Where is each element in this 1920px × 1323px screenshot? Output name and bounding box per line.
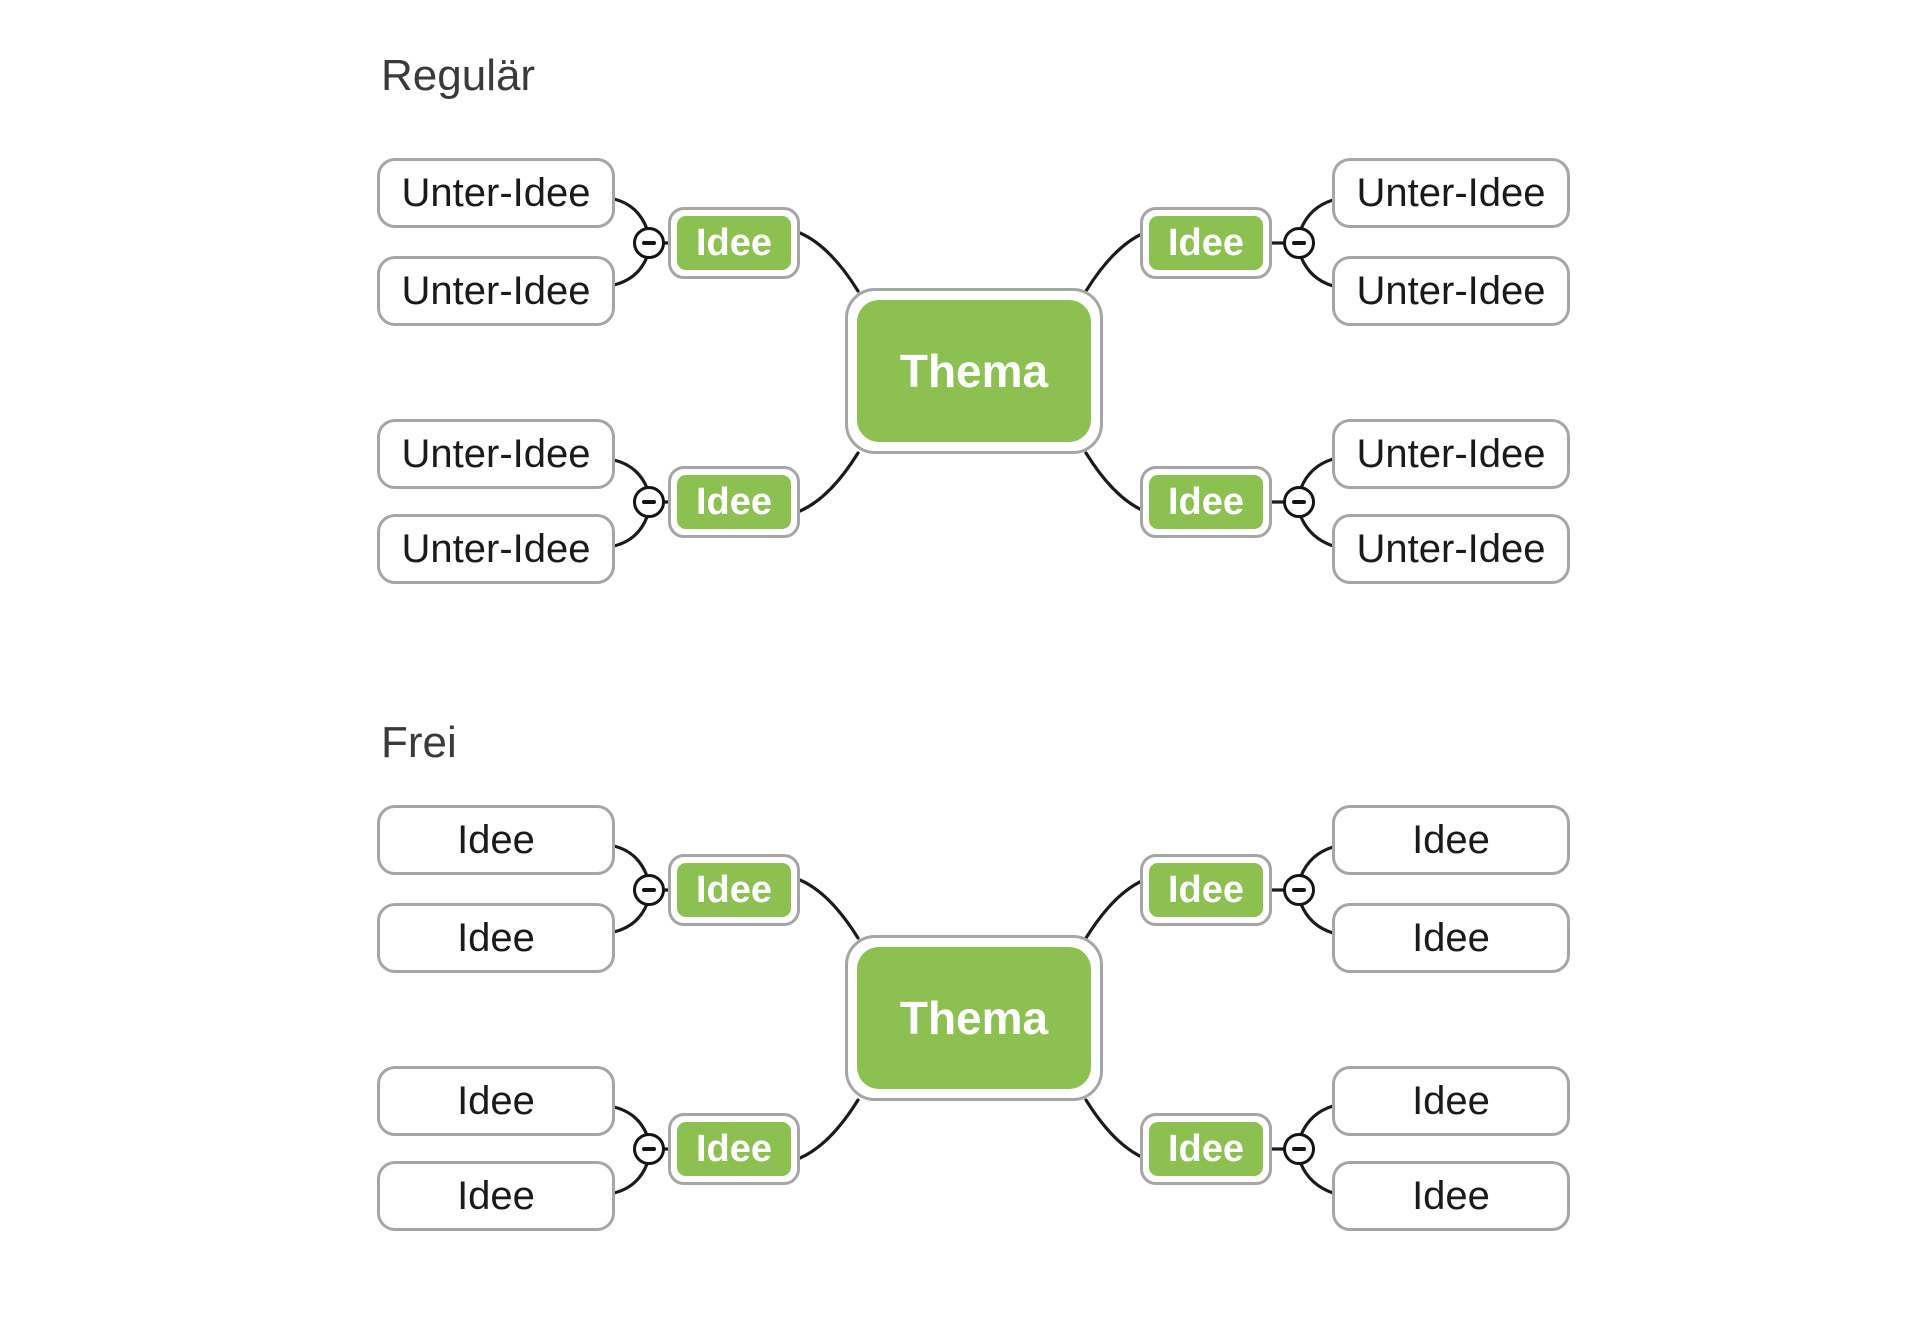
minus-icon (642, 888, 656, 892)
branch-node[interactable]: Idee (1140, 1113, 1272, 1185)
collapse-toggle[interactable] (633, 486, 665, 518)
leaf-node[interactable]: Unter-Idee (1332, 419, 1570, 489)
center-topic-label: Thema (857, 300, 1091, 442)
leaf-node[interactable]: Unter-Idee (1332, 158, 1570, 228)
connector-line (1299, 198, 1335, 231)
connector-line (612, 197, 649, 231)
connector-line (1299, 255, 1335, 288)
center-topic-node[interactable]: Thema (845, 935, 1103, 1101)
connector-line (798, 451, 860, 513)
branch-node[interactable]: Idee (1140, 854, 1272, 926)
minus-icon (1292, 888, 1306, 892)
collapse-toggle[interactable] (633, 227, 665, 259)
leaf-node[interactable]: Idee (377, 1066, 615, 1136)
branch-node-label: Idee (1149, 1122, 1263, 1176)
leaf-node[interactable]: Unter-Idee (377, 514, 615, 584)
branch-node[interactable]: Idee (668, 207, 800, 279)
leaf-node[interactable]: Unter-Idee (1332, 256, 1570, 326)
branch-node-label: Idee (677, 475, 791, 529)
branch-node[interactable]: Idee (1140, 207, 1272, 279)
center-topic-node[interactable]: Thema (845, 288, 1103, 454)
minus-icon (1292, 500, 1306, 504)
section-heading-regular: Regulär (381, 51, 536, 100)
center-topic-label: Thema (857, 947, 1091, 1089)
branch-node-label: Idee (1149, 475, 1263, 529)
branch-node-label: Idee (677, 863, 791, 917)
connector-line (612, 458, 649, 490)
leaf-node[interactable]: Idee (1332, 1066, 1570, 1136)
branch-node-label: Idee (1149, 863, 1263, 917)
leaf-node[interactable]: Idee (377, 1161, 615, 1231)
leaf-node[interactable]: Unter-Idee (377, 158, 615, 228)
minus-icon (642, 500, 656, 504)
collapse-toggle[interactable] (1283, 486, 1315, 518)
branch-node-label: Idee (677, 216, 791, 270)
connector-line (612, 255, 649, 287)
branch-node-label: Idee (1149, 216, 1263, 270)
collapse-toggle[interactable] (633, 1133, 665, 1165)
leaf-node[interactable]: Idee (1332, 1161, 1570, 1231)
connector-line (612, 515, 649, 548)
leaf-node[interactable]: Idee (1332, 805, 1570, 875)
collapse-toggle[interactable] (1283, 227, 1315, 259)
leaf-node[interactable]: Idee (377, 805, 615, 875)
branch-node[interactable]: Idee (668, 1113, 800, 1185)
minus-icon (642, 241, 656, 245)
minus-icon (1292, 241, 1306, 245)
collapse-toggle[interactable] (633, 874, 665, 906)
leaf-node[interactable]: Idee (1332, 903, 1570, 973)
collapse-toggle[interactable] (1283, 874, 1315, 906)
leaf-node[interactable]: Unter-Idee (377, 419, 615, 489)
leaf-node[interactable]: Idee (377, 903, 615, 973)
branch-node-label: Idee (677, 1122, 791, 1176)
connector-line (798, 231, 860, 293)
minus-icon (1292, 1147, 1306, 1151)
connector-line (1084, 231, 1146, 293)
branch-node[interactable]: Idee (668, 854, 800, 926)
branch-node[interactable]: Idee (668, 466, 800, 538)
branch-node[interactable]: Idee (1140, 466, 1272, 538)
leaf-node[interactable]: Unter-Idee (377, 256, 615, 326)
connector-line (1084, 451, 1146, 513)
connector-line (1299, 515, 1335, 548)
leaf-node[interactable]: Unter-Idee (1332, 514, 1570, 584)
section-heading-frei: Frei (381, 718, 457, 767)
connector-line (1299, 457, 1335, 490)
collapse-toggle[interactable] (1283, 1133, 1315, 1165)
minus-icon (642, 1147, 656, 1151)
